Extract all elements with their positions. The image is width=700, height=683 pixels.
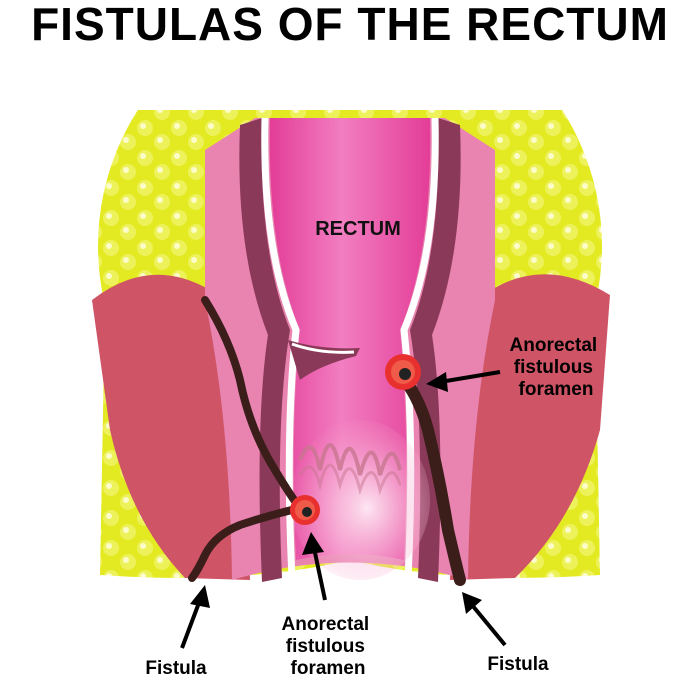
anal-crypt-fold — [288, 340, 360, 380]
rectum-muscular-layer-left — [239, 118, 290, 582]
label-fistula-left: Fistula — [145, 658, 207, 679]
arrow-foramen-bottom — [302, 532, 327, 601]
arrow-foramen-right — [426, 370, 501, 392]
label-foramen-bottom: Anorectal fistulous foramen — [282, 614, 375, 679]
rectum-label: RECTUM — [315, 218, 401, 240]
fistula-tract-right — [399, 374, 466, 586]
dentate-line — [298, 443, 402, 476]
foramen-upper-marker — [385, 354, 421, 390]
arrow-fistula-right — [462, 592, 507, 647]
foramen-lower-marker — [290, 495, 320, 525]
dentate-line-shadow — [298, 463, 402, 496]
arrow-fistula-left — [180, 585, 210, 649]
label-foramen-right: Anorectal fistulous foramen — [510, 335, 603, 400]
anal-crypt-fold-highlight — [291, 342, 355, 354]
label-fistula-right: Fistula — [487, 654, 549, 675]
sphincter-muscle-right — [450, 274, 610, 580]
page-title: FISTULAS OF THE RECTUM — [31, 0, 669, 50]
sphincter-muscle-left — [92, 274, 250, 580]
